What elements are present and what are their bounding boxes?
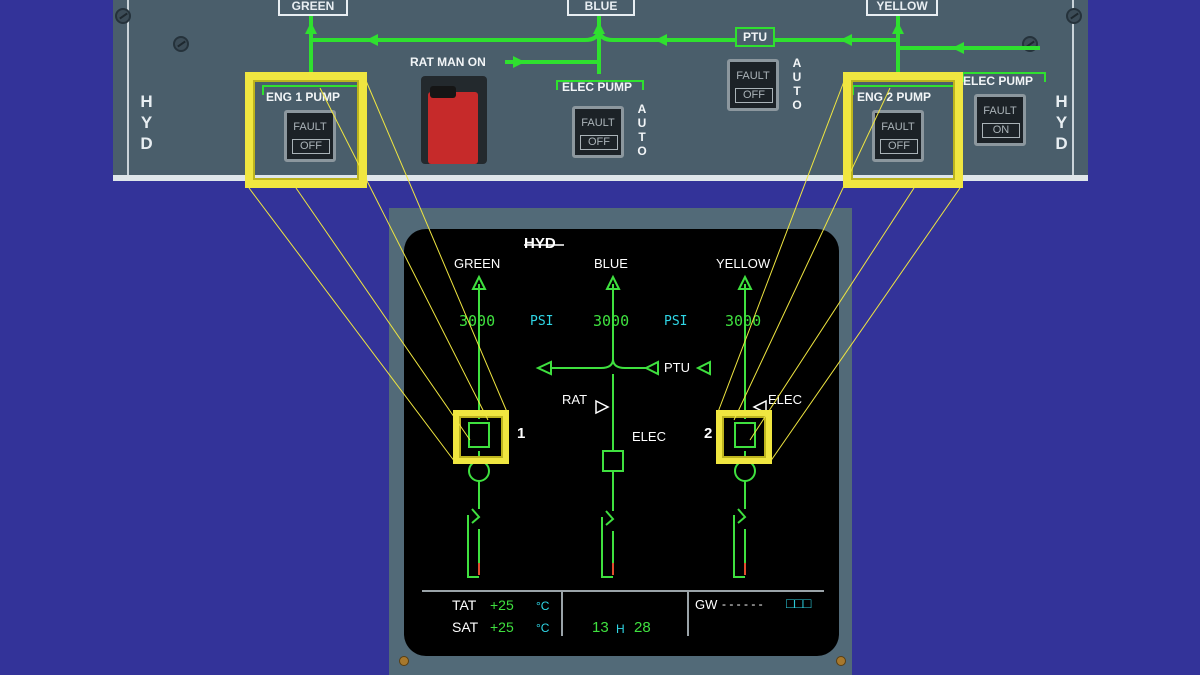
side-label-right: HYD (1050, 92, 1071, 161)
ecam-page-title: HYD (524, 235, 556, 252)
sat-unit: °C (536, 621, 550, 635)
ecam-blue-pressure: 3000 (593, 312, 630, 330)
ptu-fault-light: FAULT (736, 70, 770, 82)
tat-unit: °C (536, 599, 550, 613)
eng1-pump-fault-light: FAULT (293, 121, 327, 133)
sat-value: +25 (490, 619, 514, 635)
ecam-psi-unit: PSI (530, 314, 554, 329)
yellow-elec-pump-bracket (962, 72, 1046, 82)
panel-base-strip (113, 175, 1088, 181)
ecam-eng2-pump-highlight (716, 410, 772, 464)
bezel-bolt (836, 656, 846, 666)
blue-elec-pump-label: ELEC PUMP (562, 80, 633, 94)
ecam-blue-elec-label: ELEC (632, 429, 666, 444)
yellow-elec-pump-fault-light: FAULT (983, 105, 1017, 117)
panel-screw (173, 36, 189, 52)
side-label-left: HYD (135, 92, 156, 161)
panel-frame (127, 0, 1074, 178)
ecam-psi-unit: PSI (664, 314, 688, 329)
ecam-yellow-name: YELLOW (716, 256, 771, 271)
ecam-ptu-label: PTU (664, 360, 690, 375)
green-system-label: GREEN (278, 0, 348, 16)
ecam-eng1-pump-highlight (453, 410, 509, 464)
bezel-bolt (399, 656, 409, 666)
ptu-pushbutton[interactable]: FAULT OFF (727, 59, 779, 111)
auto-text: AUTO (635, 102, 649, 158)
ecam-eng1-number: 1 (517, 425, 526, 442)
rat-man-on-label: RAT MAN ON (410, 55, 486, 69)
side-label-text: HYD (137, 92, 156, 155)
ecam-rat-label: RAT (562, 392, 588, 407)
ecam-green-pressure: 3000 (459, 312, 496, 330)
sat-label: SAT (452, 619, 479, 635)
time-hours: 13 (592, 619, 609, 636)
gw-dashes: - - - - - - (722, 597, 763, 611)
eng2-pump-highlight (843, 72, 963, 188)
blue-elec-pump-fault-light: FAULT (581, 117, 615, 129)
panel-screw (1066, 8, 1082, 24)
blue-system-label: BLUE (567, 0, 635, 16)
yellow-elec-pump-pushbutton[interactable]: FAULT ON (974, 94, 1026, 146)
blue-elec-pump-bracket (556, 80, 644, 90)
ecam-blue-name: BLUE (594, 256, 628, 271)
gw-value: □□□ (786, 595, 812, 611)
ecam-green-name: GREEN (454, 256, 501, 271)
ecam-eng2-number: 2 (704, 425, 713, 442)
ptu-off-light: OFF (735, 88, 773, 103)
ecam-yellow-pressure: 3000 (725, 312, 762, 330)
rat-guard-hinge (430, 86, 456, 98)
ptu-auto-label: AUTO (789, 56, 804, 116)
tat-label: TAT (452, 597, 477, 613)
rat-man-on-guard[interactable] (428, 92, 478, 164)
ecam-yellow-elec-label: ELEC (768, 392, 802, 407)
blue-elec-pump-off-light: OFF (580, 135, 618, 150)
time-separator: H (616, 622, 625, 636)
ptu-label: PTU (743, 30, 767, 44)
ptu-label-box: PTU (735, 27, 775, 47)
eng1-pump-highlight (245, 72, 367, 188)
side-label-text: HYD (1052, 92, 1071, 155)
tat-value: +25 (490, 597, 514, 613)
gw-label: GW (695, 597, 718, 612)
blue-elec-pump-auto-label: AUTO (634, 102, 649, 162)
yellow-elec-pump-on-light: ON (982, 123, 1020, 138)
blue-elec-pump-pushbutton[interactable]: FAULT OFF (572, 106, 624, 158)
yellow-elec-pump-label: ELEC PUMP (963, 74, 1034, 88)
auto-text: AUTO (790, 56, 804, 112)
time-minutes: 28 (634, 619, 651, 636)
yellow-system-label: YELLOW (866, 0, 938, 16)
panel-screw (115, 8, 131, 24)
